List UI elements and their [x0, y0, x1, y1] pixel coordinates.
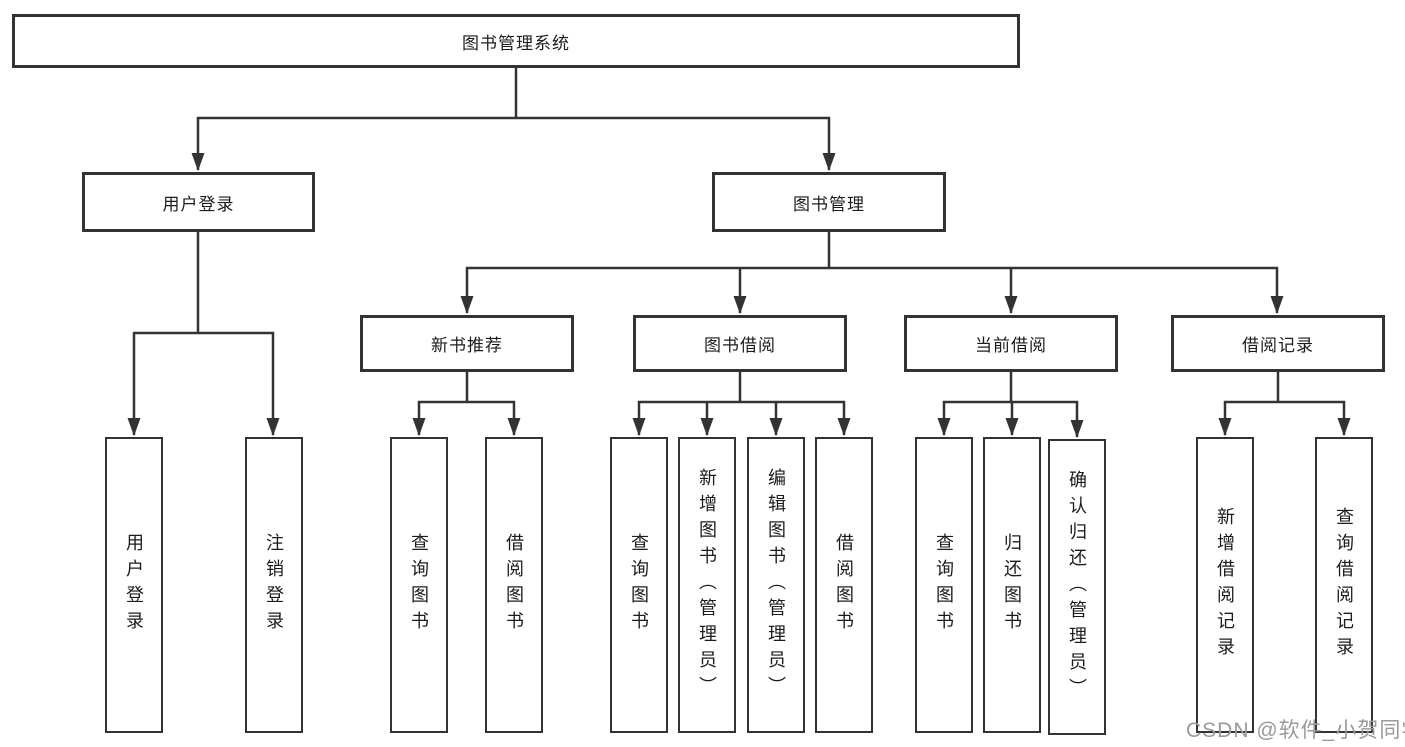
- leaf-borrow-books: 借阅图书: [815, 437, 873, 733]
- leaf-add-book-admin: 新增图书（管理员）: [678, 437, 736, 733]
- leaf-logout: 注销登录: [245, 437, 303, 733]
- leaf-query-books-recommend: 查询图书: [390, 437, 448, 733]
- leaf-edit-book-admin: 编辑图书（管理员）: [747, 437, 805, 733]
- leaf-user-login: 用户登录: [105, 437, 163, 733]
- leaf-borrow-books-recommend: 借阅图书: [485, 437, 543, 733]
- leaf-query-books-borrow: 查询图书: [610, 437, 668, 733]
- leaf-query-borrow-record: 查询借阅记录: [1315, 437, 1373, 733]
- leaf-query-books-current: 查询图书: [915, 437, 973, 733]
- user-login-box: 用户登录: [82, 172, 315, 232]
- book-borrow-box: 图书借阅: [633, 315, 847, 372]
- leaf-return-books: 归还图书: [983, 437, 1041, 733]
- csdn-watermark: CSDN @软件_小贺同学: [1186, 719, 1405, 742]
- current-borrow-box: 当前借阅: [904, 315, 1118, 372]
- borrow-record-box: 借阅记录: [1171, 315, 1385, 372]
- leaf-confirm-return-admin: 确认归还（管理员）: [1048, 439, 1106, 735]
- new-book-recommend-box: 新书推荐: [360, 315, 574, 372]
- leaf-add-borrow-record: 新增借阅记录: [1196, 437, 1254, 733]
- root-box-library-system: 图书管理系统: [12, 14, 1020, 68]
- book-management-box: 图书管理: [712, 172, 946, 232]
